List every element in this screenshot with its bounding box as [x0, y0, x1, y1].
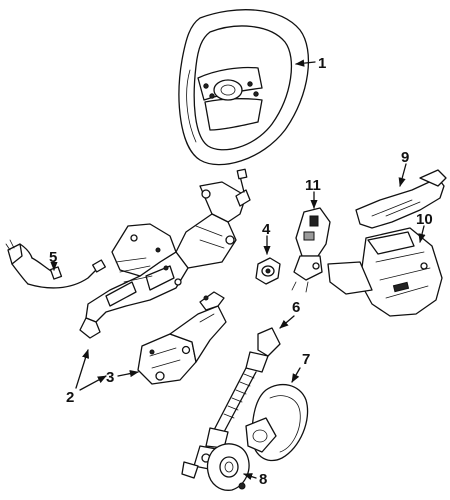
angle-sensor — [255, 257, 281, 285]
leader-7 — [291, 367, 301, 383]
callout-4: 4 — [262, 221, 271, 238]
lower-bearing-plate — [206, 443, 250, 491]
callout-5: 5 — [49, 249, 57, 266]
callout-3: 3 — [106, 369, 114, 386]
leader-1 — [295, 59, 316, 67]
callout-1: 1 — [318, 55, 326, 72]
callout-7: 7 — [302, 351, 310, 368]
column-adjust-motor — [137, 291, 227, 385]
column-boot-seal — [245, 383, 309, 462]
leader-8 — [243, 473, 257, 481]
callout-9: 9 — [401, 149, 409, 166]
leader-10 — [418, 225, 426, 243]
callout-6: 6 — [292, 299, 300, 316]
leader-3 — [117, 370, 139, 378]
leader-6 — [279, 315, 295, 329]
combination-switch — [291, 207, 331, 293]
callout-2: 2 — [66, 389, 74, 406]
callout-8: 8 — [259, 471, 267, 488]
callout-10: 10 — [416, 211, 433, 228]
leader-lines — [50, 59, 426, 481]
callout-11: 11 — [305, 177, 321, 194]
leader-2b — [79, 375, 107, 391]
steering-wheel — [178, 9, 310, 166]
upper-trim-cover — [355, 169, 447, 229]
leader-2a — [75, 349, 90, 389]
steering-column-assembly — [79, 168, 251, 339]
leader-9 — [398, 163, 407, 187]
lower-shroud — [327, 227, 443, 317]
